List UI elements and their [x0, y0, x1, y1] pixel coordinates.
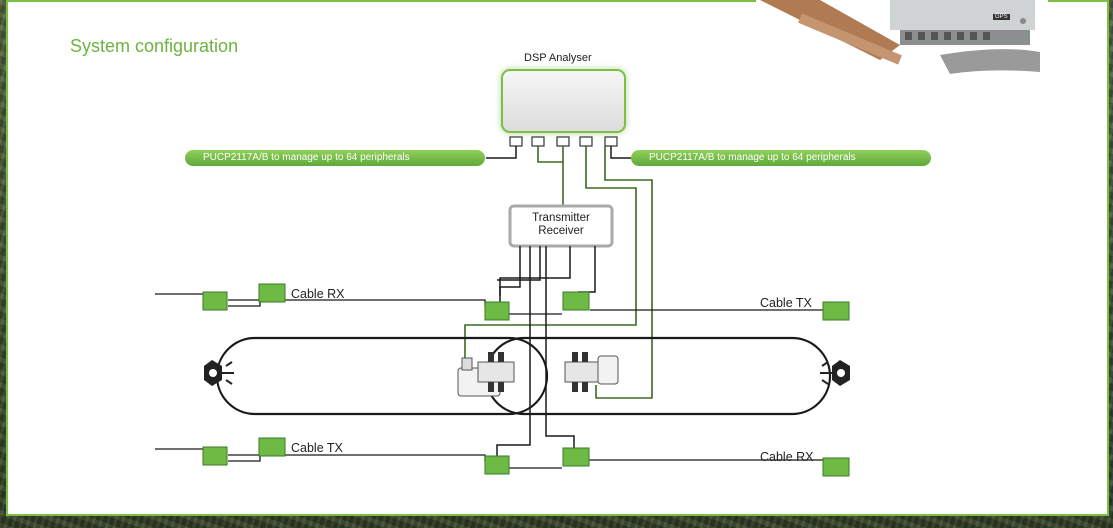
module-top-left-2 — [258, 283, 286, 303]
cable-label-top-right: Cable TX — [760, 296, 812, 310]
module-top-mid-2 — [562, 291, 590, 311]
module-bottom-right — [822, 457, 850, 477]
transceiver-line1: Transmitter — [532, 212, 590, 224]
peripheral-pill-right — [631, 150, 931, 166]
cable-label-top-left: Cable RX — [291, 287, 345, 301]
transceiver-box — [508, 204, 614, 248]
module-bottom-left-1 — [202, 446, 228, 466]
dsp-analyser-box — [501, 69, 626, 147]
peripheral-pill-right-label: PUCP2117A/B to manage up to 64 periphera… — [649, 152, 856, 163]
module-top-right — [822, 301, 850, 321]
module-top-mid-1 — [484, 301, 510, 321]
photo-tag-gps: GPS — [993, 14, 1010, 20]
module-top-left-1 — [202, 291, 228, 311]
device-photo — [760, 0, 1040, 74]
cable-label-bottom-left: Cable TX — [291, 441, 343, 455]
transceiver-label: Transmitter Receiver — [516, 212, 606, 238]
right-connector — [820, 360, 850, 386]
page-title: System configuration — [70, 36, 239, 56]
clamp-right — [564, 352, 619, 392]
transceiver-line2: Receiver — [538, 225, 584, 237]
dsp-analyser-label: DSP Analyser — [524, 52, 592, 64]
left-connector — [204, 360, 234, 386]
module-bottom-left-2 — [258, 437, 286, 457]
panel-top-border-right — [1048, 0, 1109, 2]
cable-label-bottom-right: Cable RX — [760, 450, 814, 464]
peripheral-pill-left-label: PUCP2117A/B to manage up to 64 periphera… — [203, 152, 410, 163]
module-bottom-mid-1 — [484, 455, 510, 475]
panel-top-border-left — [6, 0, 756, 2]
module-bottom-mid-2 — [562, 447, 590, 467]
peripheral-pill-left — [185, 150, 485, 166]
clamp-left — [457, 352, 515, 397]
